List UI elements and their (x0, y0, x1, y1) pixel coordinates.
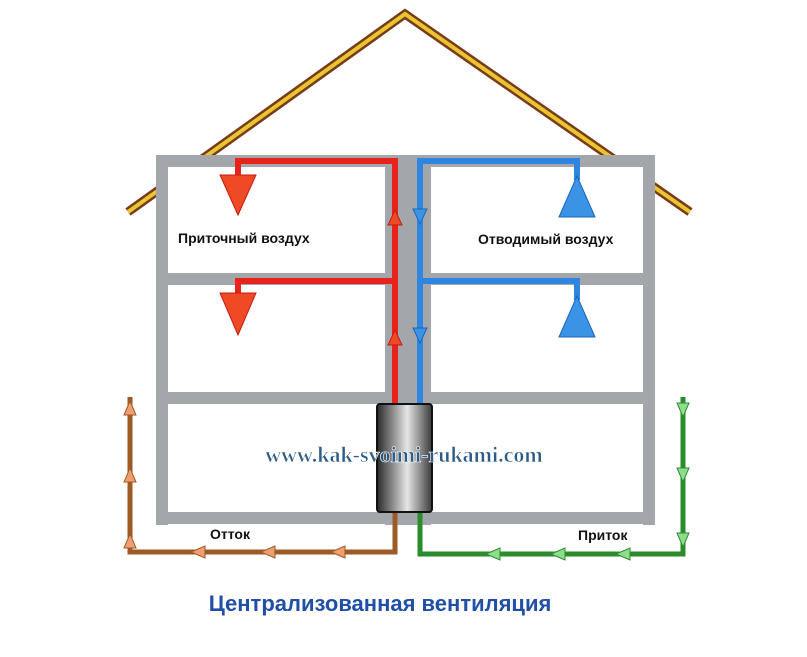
arrow-down-icon (676, 532, 690, 549)
inflow-label: Приток (578, 527, 628, 543)
arrow-left-icon (189, 545, 206, 559)
outflow-label: Отток (210, 526, 251, 542)
arrow-up-icon (387, 328, 403, 346)
arrow-left-icon (484, 547, 501, 561)
arrow-down-icon (676, 402, 690, 419)
arrow-left-icon (614, 547, 631, 561)
roof (125, 8, 693, 216)
watermark: www.kak-svoimi-rukami.com (265, 442, 542, 467)
outflow-duct (123, 397, 398, 559)
arrow-down-icon (412, 327, 428, 345)
arrow-left-icon (329, 545, 346, 559)
supply-vent-icon (219, 292, 257, 337)
arrow-down-icon (676, 467, 690, 484)
arrow-left-icon (549, 547, 566, 561)
arrow-up-icon (123, 399, 137, 416)
supply-air-label: Приточный воздух (178, 230, 310, 246)
ventilation-unit (376, 403, 433, 513)
diagram-title: Централизованная вентиляция (209, 591, 552, 616)
supply-vent-icon (219, 174, 257, 217)
arrow-down-icon (412, 208, 428, 226)
arrow-up-icon (387, 208, 403, 226)
supply-air-duct (235, 158, 398, 405)
exhaust-vent-icon (558, 174, 596, 218)
arrow-left-icon (259, 545, 276, 559)
arrow-up-icon (123, 466, 137, 483)
exhaust-air-label: Отводимый воздух (478, 231, 614, 247)
inflow-duct (417, 397, 690, 561)
exhaust-vent-icon (558, 294, 596, 338)
arrow-up-icon (123, 532, 137, 549)
exhaust-air-duct (417, 158, 580, 405)
